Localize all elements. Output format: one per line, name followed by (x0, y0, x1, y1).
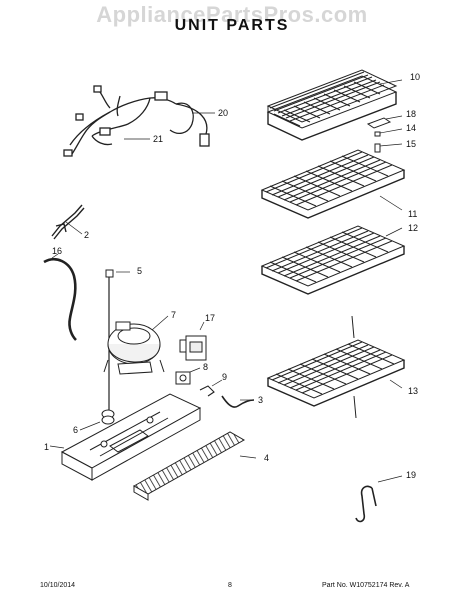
callout-16: 16 (52, 246, 63, 256)
shelf-10 (266, 69, 398, 141)
callout-9: 9 (222, 372, 228, 382)
grommet (101, 409, 115, 425)
callout-14: 14 (406, 123, 417, 133)
callout-21: 21 (153, 134, 164, 144)
wire-lead (221, 395, 255, 408)
callout-19: 19 (406, 470, 417, 480)
wire-harness (63, 85, 210, 157)
callout-11: 11 (408, 209, 418, 219)
callout-1: 1 (44, 442, 50, 452)
shelf-hook (355, 485, 377, 523)
callout-5: 5 (137, 266, 143, 276)
callout-15: 15 (406, 139, 417, 149)
callout-18: 18 (406, 109, 417, 119)
callout-4: 4 (264, 453, 270, 463)
callout-13: 13 (408, 386, 419, 396)
start-relay (179, 335, 207, 361)
base-pan (60, 393, 202, 481)
callout-8: 8 (203, 362, 209, 372)
watermark: AppliancePartsPros.com (96, 2, 368, 27)
callout-12: 12 (408, 223, 419, 233)
footer-part-number: Part No. W10752174 Rev. A (322, 582, 410, 589)
shelf-bracket-18 (366, 117, 392, 153)
callout-6: 6 (73, 425, 79, 435)
shelf-11 (260, 149, 406, 219)
callout-17: 17 (205, 313, 216, 323)
capillary-tube (51, 204, 85, 240)
callout-10: 10 (410, 72, 421, 82)
footer-page-number: 8 (228, 582, 232, 589)
shelf-12 (260, 225, 406, 295)
compressor (103, 321, 165, 375)
overload (175, 371, 191, 385)
shelf-13 (266, 315, 406, 419)
callout-2: 2 (84, 230, 90, 240)
retaining-clip (199, 385, 215, 397)
callout-3: 3 (258, 395, 264, 405)
footer-date: 10/10/2014 (40, 582, 76, 589)
callout-20: 20 (218, 108, 229, 118)
drain-tube (43, 257, 77, 341)
vent-strip (132, 431, 246, 501)
callout-7: 7 (171, 310, 177, 320)
page-title: UNIT PARTS (174, 17, 290, 34)
